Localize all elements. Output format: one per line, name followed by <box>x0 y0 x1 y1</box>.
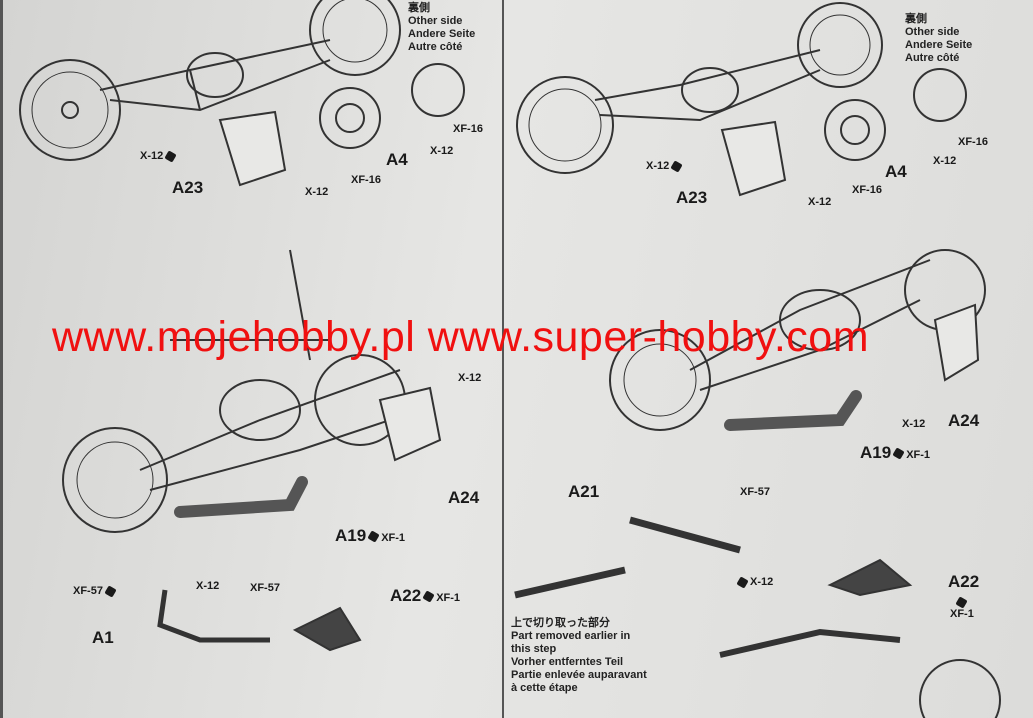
part-a23: A23 <box>676 188 708 207</box>
page-edge <box>0 0 3 718</box>
watermark-mojehobby: www.mojehobby.pl <box>52 313 416 361</box>
paint-x12: X-12 <box>140 149 178 163</box>
paint-x12: X-12 <box>430 145 454 157</box>
paint-xf16: XF-16 <box>453 123 483 135</box>
note-de: Andere Seite <box>408 28 476 40</box>
paint-xf16: XF-16 <box>351 174 381 186</box>
paint-x12: X-12 <box>196 580 220 592</box>
note-de: Vorher entferntes Teil <box>511 656 624 668</box>
paint-x12: X-12 <box>808 196 832 208</box>
note-fr: Autre côté <box>905 52 960 64</box>
panel-divider <box>502 0 504 718</box>
paint-x12: X-12 <box>735 575 773 589</box>
part-a23: A23 <box>172 178 204 197</box>
note-fr-2: à cette étape <box>511 682 578 694</box>
paint-xf16: XF-16 <box>852 184 882 196</box>
note-en-1: Part removed earlier in <box>511 630 631 642</box>
note-ja: 裏側 <box>905 13 927 25</box>
part-a24: A24 <box>948 411 980 430</box>
note-de: Andere Seite <box>905 39 973 51</box>
left-top-bike <box>19 0 465 187</box>
part-a24: A24 <box>448 488 480 507</box>
paint-x12: X-12 <box>305 186 329 198</box>
part-a1: A1 <box>92 628 114 647</box>
paint-xf1: XF-1 <box>950 595 974 620</box>
other-side-note: 裏側 Other side Andere Seite Autre côté <box>408 2 475 54</box>
bottom-parts <box>157 516 1001 718</box>
right-top-bike <box>516 2 967 197</box>
paint-x12: X-12 <box>646 159 684 173</box>
note-en: Other side <box>905 26 960 38</box>
part-a4: A4 <box>386 150 408 169</box>
paint-x12: X-12 <box>458 372 482 384</box>
part-a4: A4 <box>885 162 907 181</box>
right-mid-bike <box>609 249 986 431</box>
other-side-note-right: 裏側 Other side Andere Seite Autre côté <box>905 13 972 65</box>
paint-xf57: XF-57 <box>740 486 770 498</box>
paint-xf57: XF-57 <box>73 584 118 598</box>
paint-x12: X-12 <box>902 418 926 430</box>
paint-x12: X-12 <box>933 155 957 167</box>
part-a21: A21 <box>568 482 600 501</box>
part-a22: A22 <box>948 572 980 591</box>
note-ja: 裏側 <box>408 2 430 14</box>
note-en: Other side <box>408 15 463 27</box>
note-ja: 上で切り取った部分 <box>511 617 610 629</box>
watermark-superhobby: www.super-hobby.com <box>427 313 870 361</box>
note-fr: Autre côté <box>408 41 463 53</box>
paint-xf16: XF-16 <box>958 136 988 148</box>
note-fr-1: Partie enlevée auparavant <box>511 669 647 681</box>
note-en-2: this step <box>511 643 557 655</box>
left-mid-bike <box>62 249 442 533</box>
watermark: www.mojehobby.pl www.super-hobby.com <box>52 312 869 362</box>
part-removed-note: 上で切り取った部分 Part removed earlier in this s… <box>511 617 647 695</box>
paint-xf57: XF-57 <box>250 582 280 594</box>
